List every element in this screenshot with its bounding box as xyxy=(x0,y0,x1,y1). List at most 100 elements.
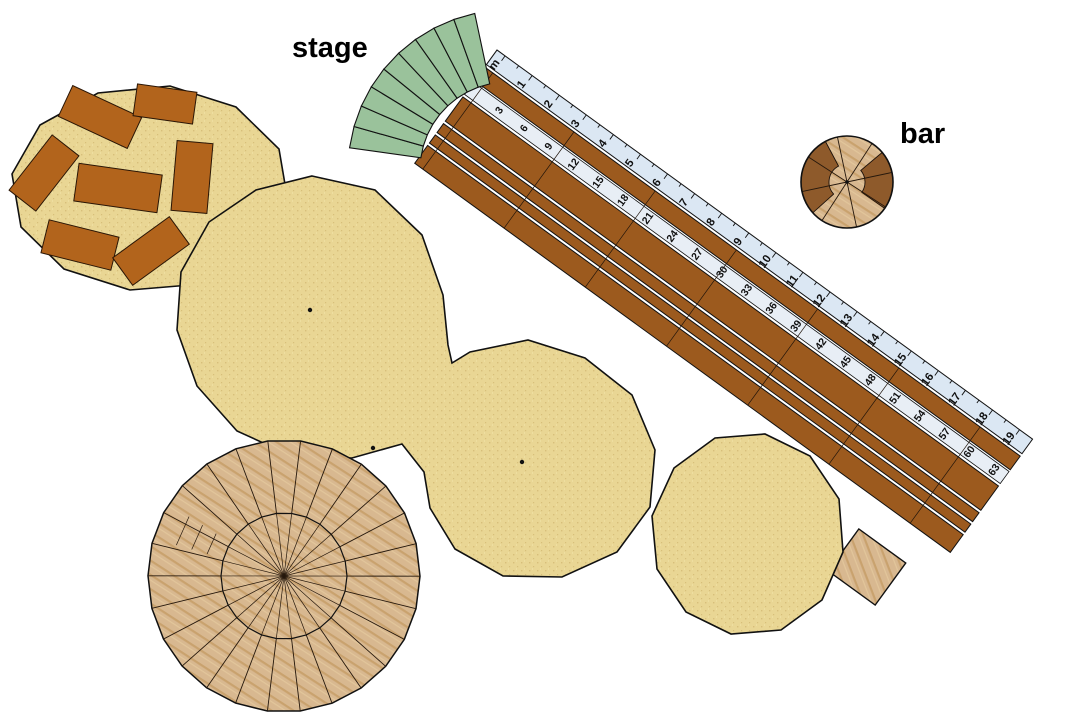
plank-joint-line xyxy=(747,308,818,406)
ruler-tick xyxy=(516,65,519,69)
ruler-tick xyxy=(501,55,506,61)
plank-joint-line xyxy=(666,249,737,347)
ruler-tick xyxy=(555,94,560,101)
plank-joint-line xyxy=(503,131,575,229)
bar-spoke-line xyxy=(846,171,893,183)
strip-crosslines xyxy=(422,72,981,524)
deck-board-line xyxy=(181,617,238,667)
deck-board-line xyxy=(345,543,417,562)
center-point xyxy=(519,459,525,465)
table xyxy=(57,84,143,150)
bar-center-point xyxy=(845,180,849,184)
deck-board-line xyxy=(163,604,229,640)
deck-board-line xyxy=(283,575,292,639)
ruler-tick xyxy=(814,281,817,286)
deck-board-line xyxy=(305,634,333,704)
ruler-number: 6 xyxy=(518,122,531,134)
ruler-tick xyxy=(949,380,953,384)
deck-board-line xyxy=(283,575,346,592)
ruler-tick xyxy=(771,252,777,258)
ruler-tick xyxy=(786,262,790,266)
deck-board-line xyxy=(261,575,285,636)
bar-label: bar xyxy=(900,118,945,150)
deck-board-line xyxy=(283,575,332,619)
plank-joint-line xyxy=(422,72,494,170)
deck-board-line xyxy=(283,575,340,606)
bar-spoke-line xyxy=(846,143,873,183)
ruler-tick xyxy=(880,331,885,337)
deck-board-line xyxy=(275,575,285,639)
deck-board-line xyxy=(163,512,229,548)
plank-joint-line xyxy=(909,426,981,524)
deck-step-line xyxy=(176,516,190,546)
ruler-tick xyxy=(961,390,966,396)
table xyxy=(111,215,191,287)
bar-spoke-line xyxy=(846,181,858,228)
ruler-tick xyxy=(705,203,709,207)
bar-structure xyxy=(800,135,894,229)
ruler-tick xyxy=(934,370,939,376)
deck-board-line xyxy=(305,448,333,518)
deck-board-line xyxy=(283,575,307,636)
deck-board-line xyxy=(319,463,362,525)
ruler-tick xyxy=(663,173,668,180)
ruler-tick xyxy=(868,321,872,325)
deck-board-line xyxy=(339,604,405,640)
bar-spoke-line xyxy=(801,181,848,193)
ruler-tick xyxy=(744,232,750,239)
deck-board-line xyxy=(247,575,285,628)
plank-band xyxy=(444,96,1000,512)
deck-board-line xyxy=(291,440,302,514)
deck-board-line xyxy=(228,546,285,577)
deck-board-line xyxy=(261,516,285,577)
deck-board-line xyxy=(235,634,263,704)
sand-area-small xyxy=(651,433,844,635)
deck-board-line xyxy=(236,575,285,618)
ruler-tick xyxy=(907,350,912,357)
ruler-number: 3 xyxy=(493,105,506,117)
deck-board-line xyxy=(151,590,223,609)
center-point xyxy=(370,445,376,451)
table xyxy=(73,162,163,214)
ruler-tick xyxy=(570,104,574,109)
deck-step-line xyxy=(206,533,217,555)
ruler-tick xyxy=(826,291,831,298)
ruler-tick xyxy=(651,163,655,168)
ruler-tick xyxy=(988,409,993,416)
deck-step-line xyxy=(191,524,203,550)
bar-spoke-line xyxy=(846,181,886,208)
stage-segment xyxy=(453,12,491,88)
table xyxy=(170,140,214,214)
ruler-number: 9 xyxy=(542,140,555,152)
deck-board-line xyxy=(276,513,285,577)
deck-board-line xyxy=(151,542,223,562)
ruler-tick xyxy=(582,114,587,121)
ruler-tick xyxy=(690,193,695,199)
wooden-deck xyxy=(147,440,421,712)
deck-board-line xyxy=(182,485,238,535)
meter-ruler-band xyxy=(485,49,1034,455)
bar-outline xyxy=(800,135,894,229)
table xyxy=(8,134,80,212)
ruler-tick xyxy=(609,134,614,140)
bar-spoke-line xyxy=(836,136,848,183)
deck-board-line xyxy=(319,627,362,689)
stage-label: stage xyxy=(292,32,368,64)
deck-board-line xyxy=(235,448,263,518)
deck-board-line xyxy=(222,560,285,577)
deck-board-line xyxy=(339,512,405,548)
deck-board-line xyxy=(206,627,249,689)
plank-band xyxy=(428,134,972,533)
bar-spoke-line xyxy=(808,156,848,183)
deck-board-line xyxy=(291,638,301,712)
deck-board-line xyxy=(330,617,386,667)
deck-board-line xyxy=(236,533,285,577)
deck-board-line xyxy=(283,546,340,577)
deck-board-line xyxy=(330,485,387,535)
ruler-tick xyxy=(853,311,858,317)
bar-spoke-line xyxy=(821,181,848,221)
deck-board-line xyxy=(283,524,321,577)
deck-board-line xyxy=(283,575,321,629)
ruler-tick xyxy=(528,75,533,81)
